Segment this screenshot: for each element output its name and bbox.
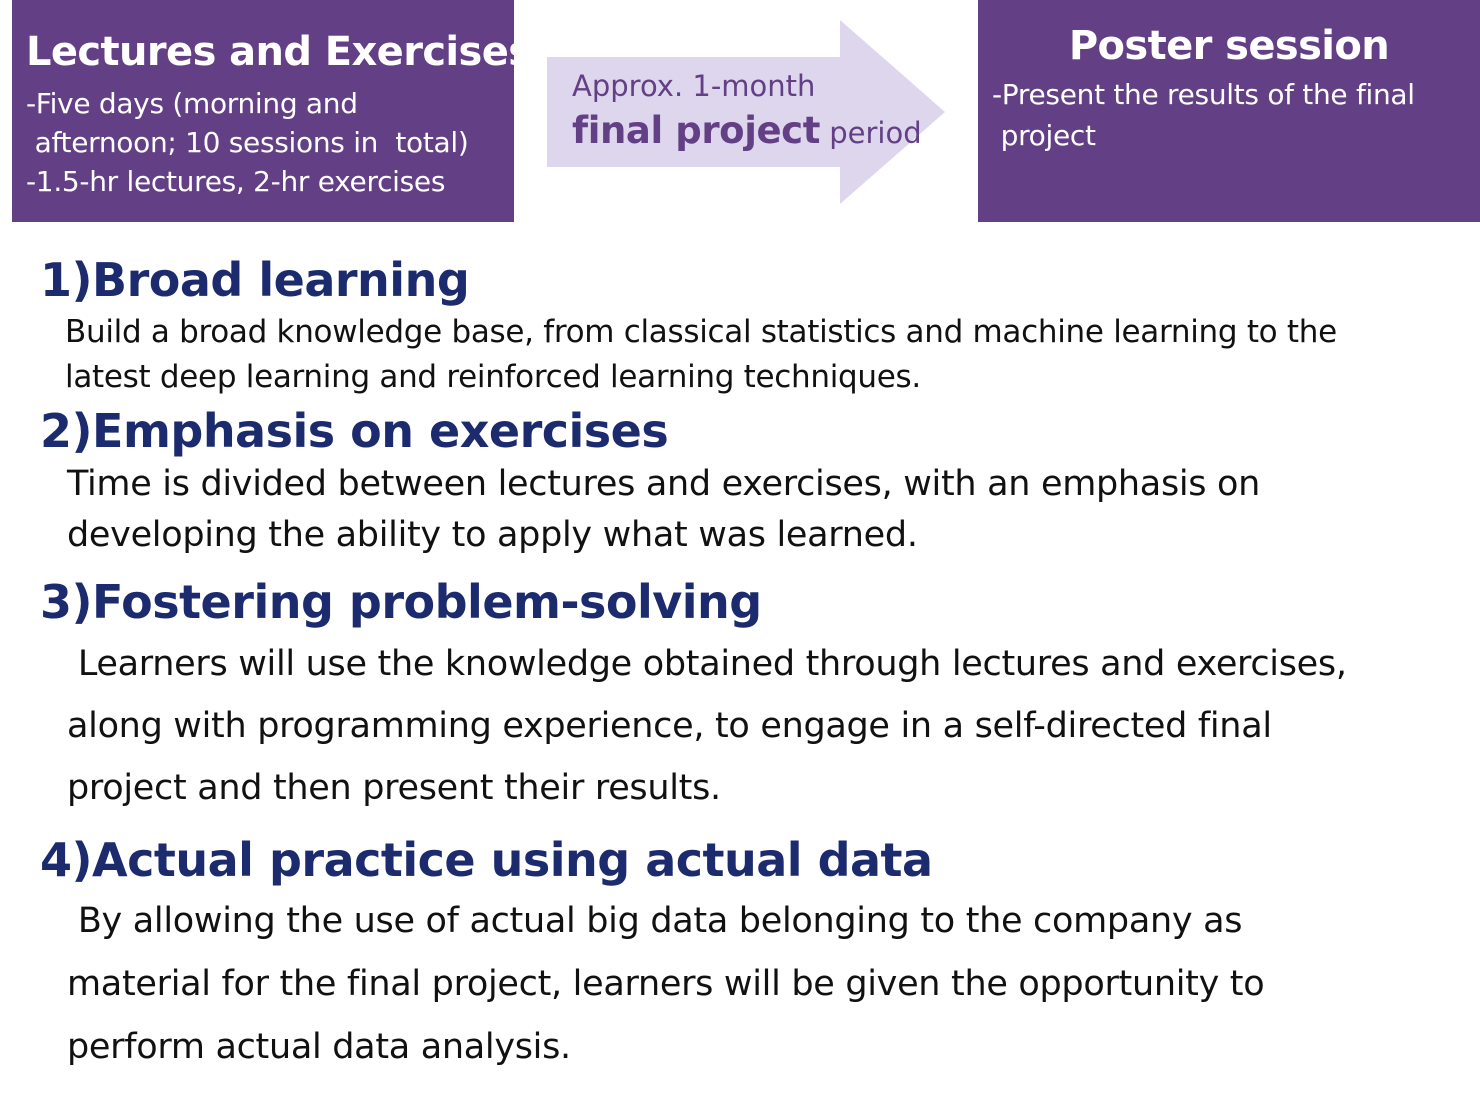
lectures-detail-line: -Five days (morning and: [26, 87, 358, 120]
final-project-period-label: Approx. 1-month final project period: [572, 66, 922, 163]
section-body-line: material for the final project, learners…: [67, 964, 1265, 1004]
section-body-line: project and then present their results.: [67, 768, 721, 808]
section-body-line: perform actual data analysis.: [67, 1027, 571, 1067]
section-body-line: Learners will use the knowledge obtained…: [67, 644, 1347, 684]
poster-detail-line: -Present the results of the final: [992, 78, 1415, 111]
lectures-exercises-title: Lectures and Exercises: [26, 29, 532, 75]
section-body-line: latest deep learning and reinforced lear…: [65, 359, 921, 395]
lectures-detail-line: -1.5-hr lectures, 2-hr exercises: [26, 165, 446, 198]
section-body-line: along with programming experience, to en…: [67, 706, 1272, 746]
lectures-detail-line: afternoon; 10 sessions in total): [26, 126, 469, 159]
lectures-exercises-box: Lectures and Exercises -Five days (morni…: [12, 0, 532, 222]
section-heading: 2)Emphasis on exercises: [40, 404, 669, 458]
poster-detail-line: project: [992, 119, 1096, 152]
flow-arrow: [547, 20, 945, 204]
section-broad-learning: 1)Broad learning Build a broad knowledge…: [40, 252, 1460, 400]
arrow-final-project-text: final project: [572, 109, 821, 152]
section-body-line: Build a broad knowledge base, from class…: [65, 314, 1337, 350]
section-body-line: developing the ability to apply what was…: [67, 515, 918, 555]
section-body-line: Time is divided between lectures and exe…: [67, 464, 1261, 504]
section-body-line: By allowing the use of actual big data b…: [67, 901, 1243, 941]
poster-session-box: Poster session -Present the results of t…: [978, 0, 1480, 222]
flow-arrow-shape: [547, 20, 945, 204]
poster-session-title: Poster session: [1068, 23, 1390, 69]
section-emphasis-on-exercises: 2)Emphasis on exercises Time is divided …: [40, 403, 1460, 561]
section-actual-practice: 4)Actual practice using actual data By a…: [40, 832, 1460, 1079]
section-heading: 1)Broad learning: [40, 253, 470, 307]
section-fostering-problem-solving: 3)Fostering problem-solving Learners wil…: [40, 574, 1460, 819]
arrow-duration-text: Approx. 1-month: [572, 69, 816, 103]
section-heading: 4)Actual practice using actual data: [40, 833, 933, 887]
section-heading: 3)Fostering problem-solving: [40, 575, 762, 629]
arrow-period-text: period: [820, 116, 922, 150]
